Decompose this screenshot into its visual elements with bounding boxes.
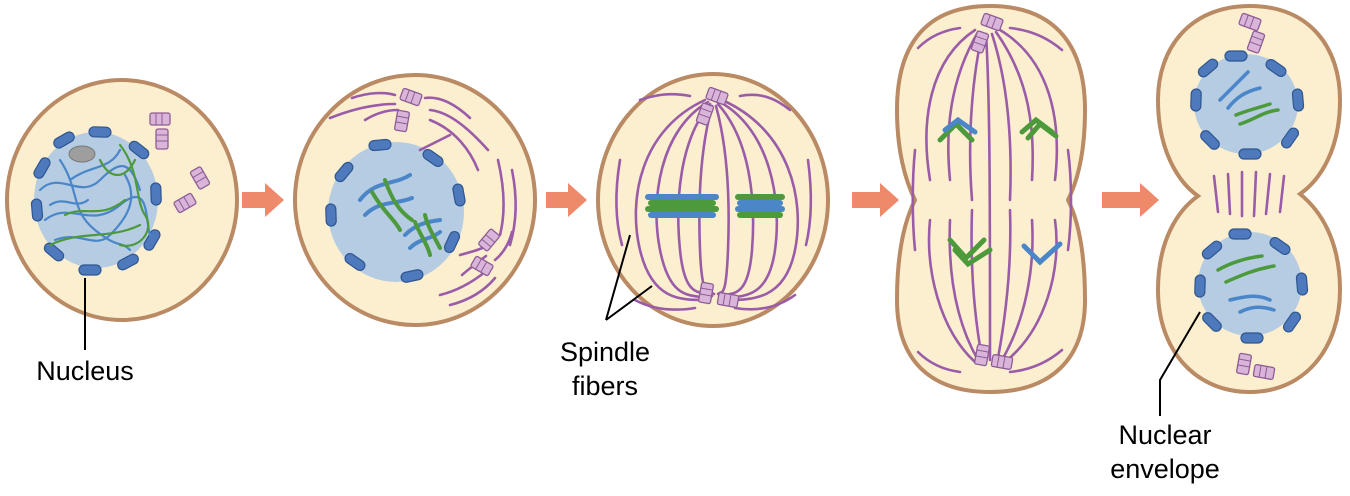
arrow-4 <box>1102 183 1159 217</box>
cleavage-fibers <box>1212 170 1286 218</box>
spindle-fibers <box>328 91 517 307</box>
stage-arrows <box>242 183 1159 217</box>
cell-telophase <box>1155 3 1343 395</box>
cell-prometaphase <box>293 73 537 327</box>
metaphase-chromosomes <box>645 194 785 218</box>
arrow-1 <box>242 183 284 217</box>
arrow-2 <box>546 183 587 217</box>
daughter-chromosomes <box>1216 70 1280 314</box>
label-spindle-fibers-line1: Spindle <box>559 337 651 367</box>
spindle-leader-line-2 <box>605 285 653 321</box>
anaphase-chromosomes <box>937 116 1063 268</box>
label-leader-lines <box>84 234 1201 416</box>
nucleus <box>34 132 158 268</box>
spindle-fibers-3 <box>615 92 813 311</box>
spindle-fibers-4 <box>911 26 1073 374</box>
arrow-3 <box>852 183 899 217</box>
label-nucleus: Nucleus <box>36 356 134 386</box>
label-spindle-fibers-line2: fibers <box>571 371 639 401</box>
label-nuclear-envelope-line1: Nuclear <box>1118 420 1212 450</box>
cell-interphase <box>5 78 239 322</box>
cell-anaphase <box>894 3 1088 395</box>
label-nuclear-envelope-line2: envelope <box>1110 454 1220 484</box>
cell-metaphase <box>596 72 830 328</box>
envelope-leader-line <box>1159 311 1201 416</box>
condensed-chromosomes <box>358 173 442 257</box>
spindle-leader-line-1 <box>605 234 631 321</box>
chromatin <box>38 143 152 252</box>
